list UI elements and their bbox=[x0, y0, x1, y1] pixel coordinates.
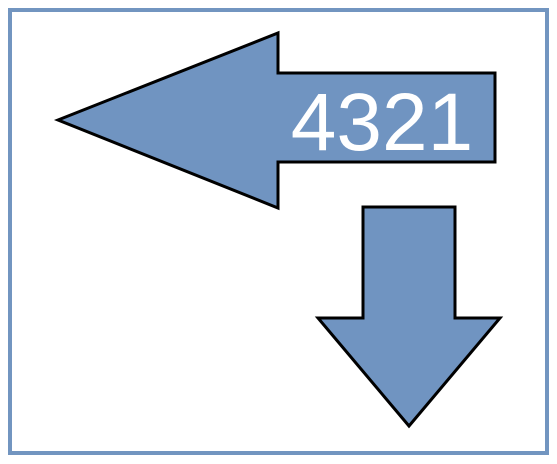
down-arrow-shape bbox=[314, 205, 504, 429]
left-arrow-label: 4321 bbox=[291, 77, 473, 168]
left-arrow-shape bbox=[53, 30, 497, 211]
